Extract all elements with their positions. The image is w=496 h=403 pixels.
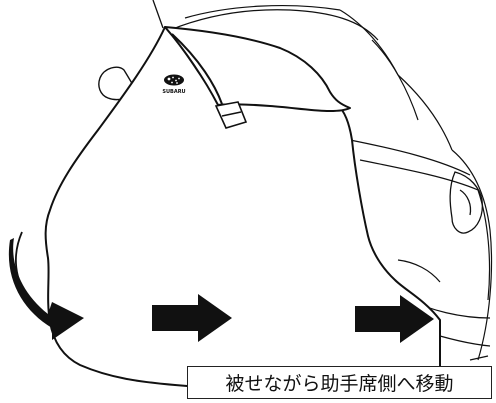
instruction-caption: 被せながら助手席側へ移動	[187, 366, 492, 399]
right-arrow-icon	[152, 294, 232, 342]
car-cover	[44, 26, 441, 392]
right-arrow-icon	[355, 295, 434, 343]
curved-arrow-icon	[8, 231, 84, 340]
headlight	[449, 171, 484, 234]
mirror-pocket	[214, 101, 248, 129]
leader-line	[152, 0, 164, 29]
subaru-logo-icon: SUBARU	[162, 74, 186, 95]
brand-text: SUBARU	[162, 89, 185, 95]
